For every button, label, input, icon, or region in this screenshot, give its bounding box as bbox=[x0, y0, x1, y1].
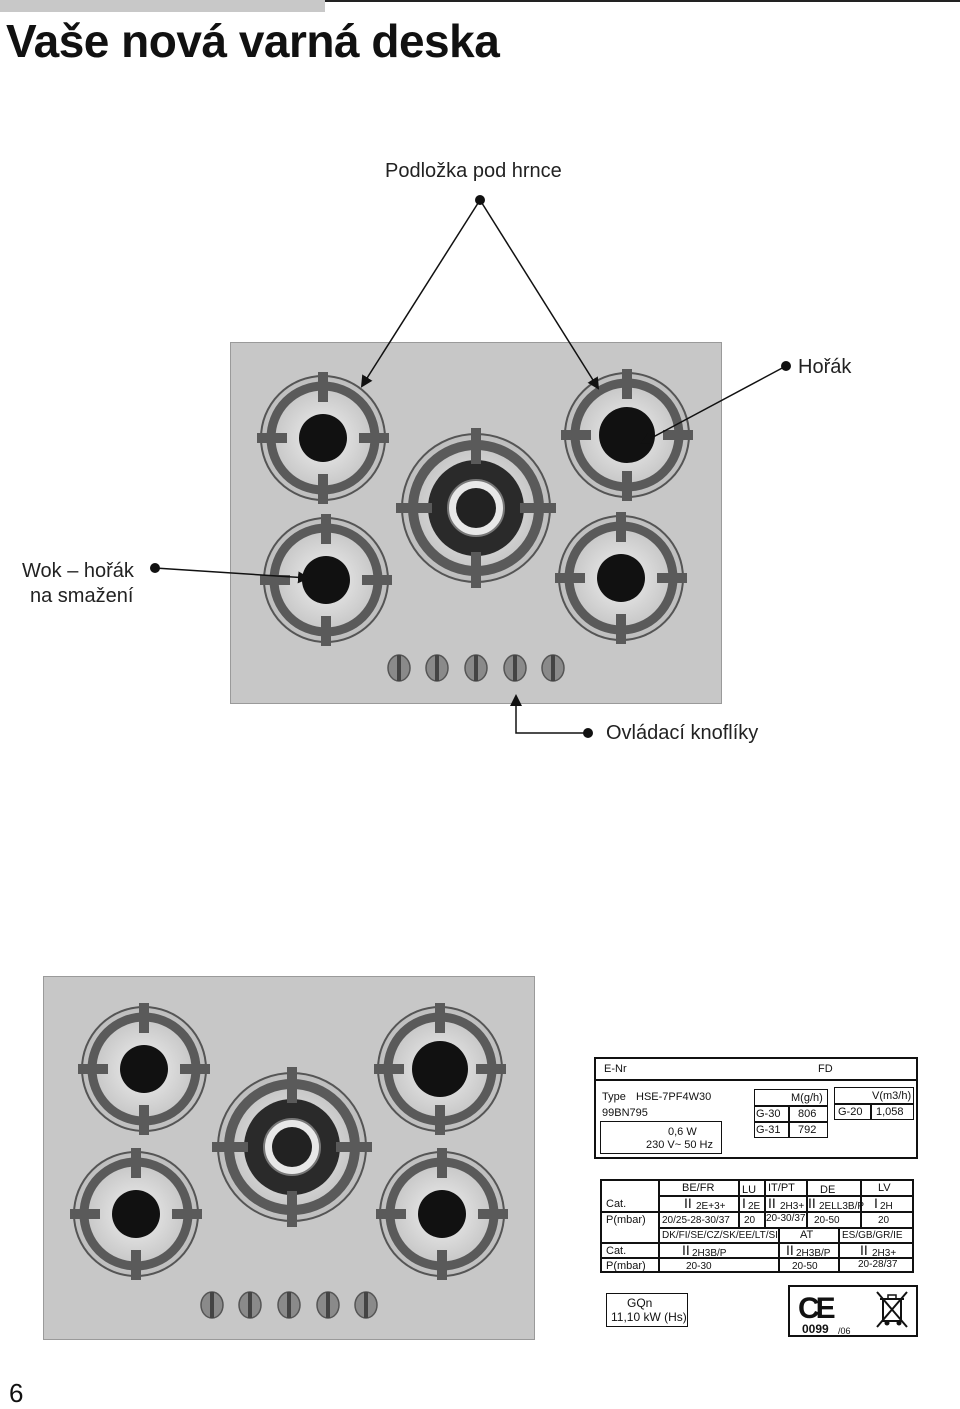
callout-burner: Hořák bbox=[798, 356, 852, 378]
hob-illustration-top bbox=[230, 342, 722, 704]
page-title: Vaše nová varná deska bbox=[6, 15, 500, 67]
page-number: 6 bbox=[9, 1378, 24, 1408]
knob-b3 bbox=[277, 1291, 301, 1319]
voltage-value: 230 V~ 50 Hz bbox=[646, 1139, 713, 1151]
cat-label-2: Cat. bbox=[606, 1245, 627, 1257]
pressure2-1: 20-30 bbox=[686, 1261, 712, 1272]
burner-rear-left-2 bbox=[78, 1003, 210, 1135]
callout-wok-line1: Wok – hořák bbox=[22, 560, 134, 582]
type-value: HSE-7PF4W30 bbox=[636, 1091, 712, 1103]
burner-rear-right-cap bbox=[599, 407, 655, 463]
vol-header: V(m3/h) bbox=[872, 1090, 912, 1102]
enr-label: E-Nr bbox=[604, 1063, 627, 1075]
g30-value: 806 bbox=[798, 1108, 817, 1120]
hob-illustration-bottom bbox=[43, 976, 535, 1340]
header-rule bbox=[325, 0, 960, 2]
cat2-sub-2: 2H3B/P bbox=[796, 1248, 831, 1259]
callout-knobs: Ovládací knoflíky bbox=[606, 722, 759, 744]
cat2-roman-2: II bbox=[786, 1242, 794, 1258]
pressure1-5: 20 bbox=[878, 1215, 890, 1226]
pressure1-3: 20-30/37 bbox=[766, 1213, 806, 1224]
power-box bbox=[600, 1121, 722, 1154]
hob-diagram-bottom bbox=[44, 977, 534, 1319]
mass-header: M(g/h) bbox=[791, 1092, 823, 1104]
ce-mark-icon: CE bbox=[798, 1292, 836, 1325]
cat2-roman-3: II bbox=[860, 1242, 868, 1258]
g20-label: G-20 bbox=[838, 1106, 863, 1118]
g31-label: G-31 bbox=[756, 1124, 781, 1136]
g31-value: 792 bbox=[798, 1124, 817, 1136]
pressure-label-2: P(mbar) bbox=[606, 1260, 646, 1272]
fd-label: FD bbox=[818, 1063, 833, 1075]
cat1-roman-5: I bbox=[874, 1195, 878, 1211]
country-lu: LU bbox=[742, 1184, 757, 1196]
rating-plate-top: E-Nr FD Type HSE-7PF4W30 99BN795 0,6 W 2… bbox=[594, 1057, 918, 1159]
pressure1-4: 20-50 bbox=[814, 1215, 840, 1226]
cat1-sub-3: 2H3+ bbox=[780, 1201, 805, 1212]
cat1-roman-3: II bbox=[768, 1195, 776, 1211]
country-lv: LV bbox=[878, 1182, 891, 1194]
notified-body-number: 0099 bbox=[802, 1322, 829, 1336]
header-bar bbox=[0, 0, 325, 12]
cat2-sub-3: 2H3+ bbox=[872, 1248, 897, 1259]
mass-flow-table bbox=[754, 1089, 828, 1138]
model-code: 99BN795 bbox=[602, 1107, 648, 1119]
certification-box: CE 0099 /06 bbox=[788, 1285, 918, 1337]
burner-front-right-2 bbox=[376, 1148, 508, 1280]
country-group-2: DK/FI/SE/CZ/SK/EE/LT/SI bbox=[662, 1230, 778, 1241]
power-value: 0,6 W bbox=[668, 1126, 697, 1138]
knob-2 bbox=[425, 654, 449, 682]
pressure1-2: 20 bbox=[744, 1215, 756, 1226]
country-de: DE bbox=[820, 1184, 836, 1196]
hob-diagram-top bbox=[231, 343, 721, 682]
cat1-roman-4: II bbox=[808, 1195, 816, 1211]
callout-pan-support: Podložka pod hrnce bbox=[385, 160, 562, 182]
cat1-sub-4: 2ELL3B/P bbox=[819, 1201, 865, 1212]
country-at: AT bbox=[800, 1229, 814, 1241]
burner-front-right bbox=[555, 512, 687, 644]
knob-b1 bbox=[200, 1291, 224, 1319]
knob-5 bbox=[541, 654, 565, 682]
pressure2-3: 20-28/37 bbox=[858, 1259, 898, 1270]
gqn-label: GQn bbox=[627, 1296, 653, 1310]
callout-wok-line2: na smažení bbox=[30, 585, 134, 607]
burner-front-left-2 bbox=[70, 1148, 202, 1280]
burner-wok-2 bbox=[212, 1067, 372, 1227]
burner-rear-left bbox=[257, 372, 389, 504]
knob-4 bbox=[503, 654, 527, 682]
country-be-fr: BE/FR bbox=[682, 1182, 715, 1194]
knob-1 bbox=[387, 654, 411, 682]
burner-wok bbox=[396, 428, 556, 588]
year-mark: /06 bbox=[838, 1326, 851, 1336]
cat1-sub-5: 2H bbox=[880, 1201, 893, 1212]
category-table: BE/FR LU IT/PT DE LV Cat. II 2E+3+ I 2E … bbox=[600, 1179, 914, 1273]
knob-3 bbox=[464, 654, 488, 682]
burner-front-left bbox=[260, 514, 392, 646]
pressure-label-1: P(mbar) bbox=[606, 1214, 646, 1226]
gqn-value: 11,10 kW (Hs) bbox=[611, 1310, 687, 1324]
type-label: Type bbox=[602, 1091, 626, 1103]
cat-label-1: Cat. bbox=[606, 1198, 627, 1210]
pressure1-1: 20/25-28-30/37 bbox=[662, 1215, 730, 1226]
g30-label: G-30 bbox=[756, 1108, 781, 1120]
cat1-sub-1: 2E+3+ bbox=[696, 1201, 726, 1212]
cat1-roman-2: I bbox=[742, 1195, 746, 1211]
crossed-bin-icon bbox=[876, 1291, 908, 1328]
cat1-sub-2: 2E bbox=[748, 1201, 761, 1212]
g20-value: 1,058 bbox=[876, 1106, 904, 1118]
country-group-3: ES/GB/GR/IE bbox=[842, 1230, 903, 1241]
country-it-pt: IT/PT bbox=[768, 1182, 795, 1194]
pressure2-2: 20-50 bbox=[792, 1261, 818, 1272]
burner-rear-right-2-cap bbox=[412, 1041, 468, 1097]
knob-b5 bbox=[354, 1291, 378, 1319]
cat1-roman-1: II bbox=[684, 1195, 692, 1211]
knob-b4 bbox=[316, 1291, 340, 1319]
rating-plate: E-Nr FD Type HSE-7PF4W30 99BN795 0,6 W 2… bbox=[594, 1057, 918, 1337]
cat2-roman-1: II bbox=[682, 1242, 690, 1258]
knob-b2 bbox=[238, 1291, 262, 1319]
gqn-box: GQn 11,10 kW (Hs) bbox=[606, 1293, 688, 1327]
cat2-sub-1: 2H3B/P bbox=[692, 1248, 727, 1259]
